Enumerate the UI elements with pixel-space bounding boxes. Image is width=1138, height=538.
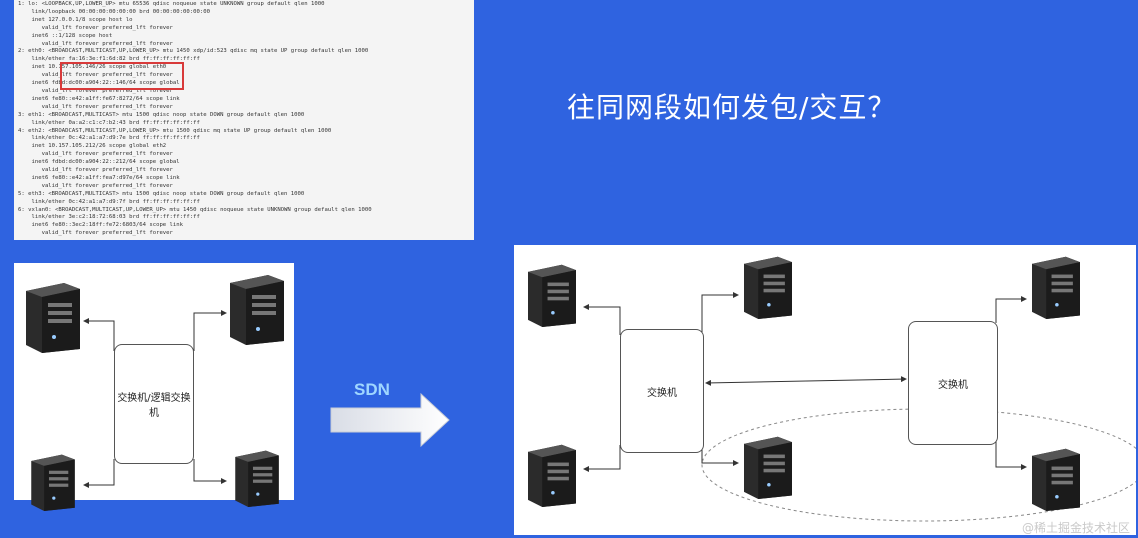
logical-switch: 交换机/逻辑交换机: [114, 344, 194, 464]
right-diagram-panel: 交换机 交换机: [514, 245, 1136, 535]
terminal-line: valid_lft forever preferred_lft forever: [18, 72, 173, 79]
terminal-line: valid_lft forever preferred_lft forever: [18, 103, 173, 110]
terminal-line: link/loopback 00:00:00:00:00:00 brd 00:0…: [18, 8, 210, 15]
terminal-line: inet6 fdbd:dc00:a904:22::212/64 scope gl…: [18, 159, 180, 166]
terminal-line: 3: eth1: <BROADCAST,MULTICAST> mtu 1500 …: [18, 111, 305, 118]
switch-2: 交换机: [908, 321, 998, 445]
terminal-line: inet6 ::1/128 scope host: [18, 32, 113, 39]
terminal-line: inet6 fe80::e42:a1ff:fea7:d97e/64 scope …: [18, 174, 180, 181]
switch-1-label: 交换机: [647, 387, 677, 399]
terminal-line: valid_lft forever preferred_lft forever: [18, 87, 173, 94]
terminal-line: link/ether fa:16:3e:f1:6d:82 brd ff:ff:f…: [18, 56, 200, 63]
terminal-line: inet 127.0.0.1/8 scope host lo: [18, 16, 133, 23]
highlight-box: [60, 62, 184, 90]
server-icon: [228, 273, 286, 349]
terminal-line: 5: eth3: <BROADCAST,MULTICAST> mtu 1500 …: [18, 190, 305, 197]
watermark: @稀土掘金技术社区: [1021, 521, 1130, 535]
left-wires: [83, 310, 227, 488]
server-icon: [24, 453, 82, 515]
switch-1: 交换机: [620, 329, 704, 453]
terminal-line: 1: lo: <LOOPBACK,UP,LOWER_UP> mtu 65536 …: [18, 1, 325, 7]
logical-switch-label: 交换机/逻辑交换机: [117, 393, 191, 419]
terminal-line: valid_lft forever preferred_lft forever: [18, 40, 173, 47]
terminal-line: valid_lft forever preferred_lft forever: [18, 167, 173, 174]
terminal-line: inet6 fe80::3ec2:18ff:fe72:6803/64 scope…: [18, 222, 184, 229]
server-icon: [740, 435, 796, 503]
terminal-line: valid_lft forever preferred_lft forever: [18, 24, 173, 31]
terminal-line: 6: vxlan0: <BROADCAST,MULTICAST,UP,LOWER…: [18, 206, 372, 213]
left-diagram-panel: 交换机/逻辑交换机: [14, 263, 294, 511]
terminal-line: valid_lft forever preferred_lft forever: [18, 230, 173, 237]
terminal-line: link/ether 0a:a2:c1:c7:b2:43 brd ff:ff:f…: [18, 119, 200, 126]
server-icon: [24, 281, 82, 357]
server-icon: [740, 255, 796, 323]
sdn-label: SDN: [354, 380, 390, 399]
terminal-line: link/ether 3e:c2:18:72:68:03 brd ff:ff:f…: [18, 214, 200, 221]
terminal-line: link/ether 0c:42:a1:a7:d9:7e brd ff:ff:f…: [18, 135, 200, 142]
terminal-line: inet6 fe80::e42:a1ff:fe67:8272/64 scope …: [18, 95, 180, 102]
terminal-line: inet 10.157.105.146/26 scope global eth0: [18, 64, 167, 71]
terminal-output: 1: lo: <LOOPBACK,UP,LOWER_UP> mtu 65536 …: [14, 0, 474, 240]
terminal-line: link/ether 0c:42:a1:a7:d9:7f brd ff:ff:f…: [18, 198, 200, 205]
server-icon: [524, 443, 580, 511]
sdn-arrow-icon: [330, 392, 450, 448]
terminal-line: 4: eth2: <BROADCAST,MULTICAST,UP,LOWER_U…: [18, 127, 332, 134]
headline: 往同网段如何发包/交互？: [567, 91, 897, 124]
server-icon: [1028, 255, 1084, 323]
server-icon: [228, 449, 286, 511]
terminal-line: inet6 fdbd:dc00:a904:22::146/64 scope gl…: [18, 80, 180, 87]
server-icon: [1028, 447, 1084, 515]
server-icon: [524, 263, 580, 331]
terminal-line: valid_lft forever preferred_lft forever: [18, 151, 173, 158]
terminal-line: inet 10.157.105.212/26 scope global eth2: [18, 143, 167, 150]
terminal-line: 2: eth0: <BROADCAST,MULTICAST,UP,LOWER_U…: [18, 48, 369, 55]
switch-2-label: 交换机: [938, 379, 968, 391]
terminal-line: valid_lft forever preferred_lft forever: [18, 182, 173, 189]
